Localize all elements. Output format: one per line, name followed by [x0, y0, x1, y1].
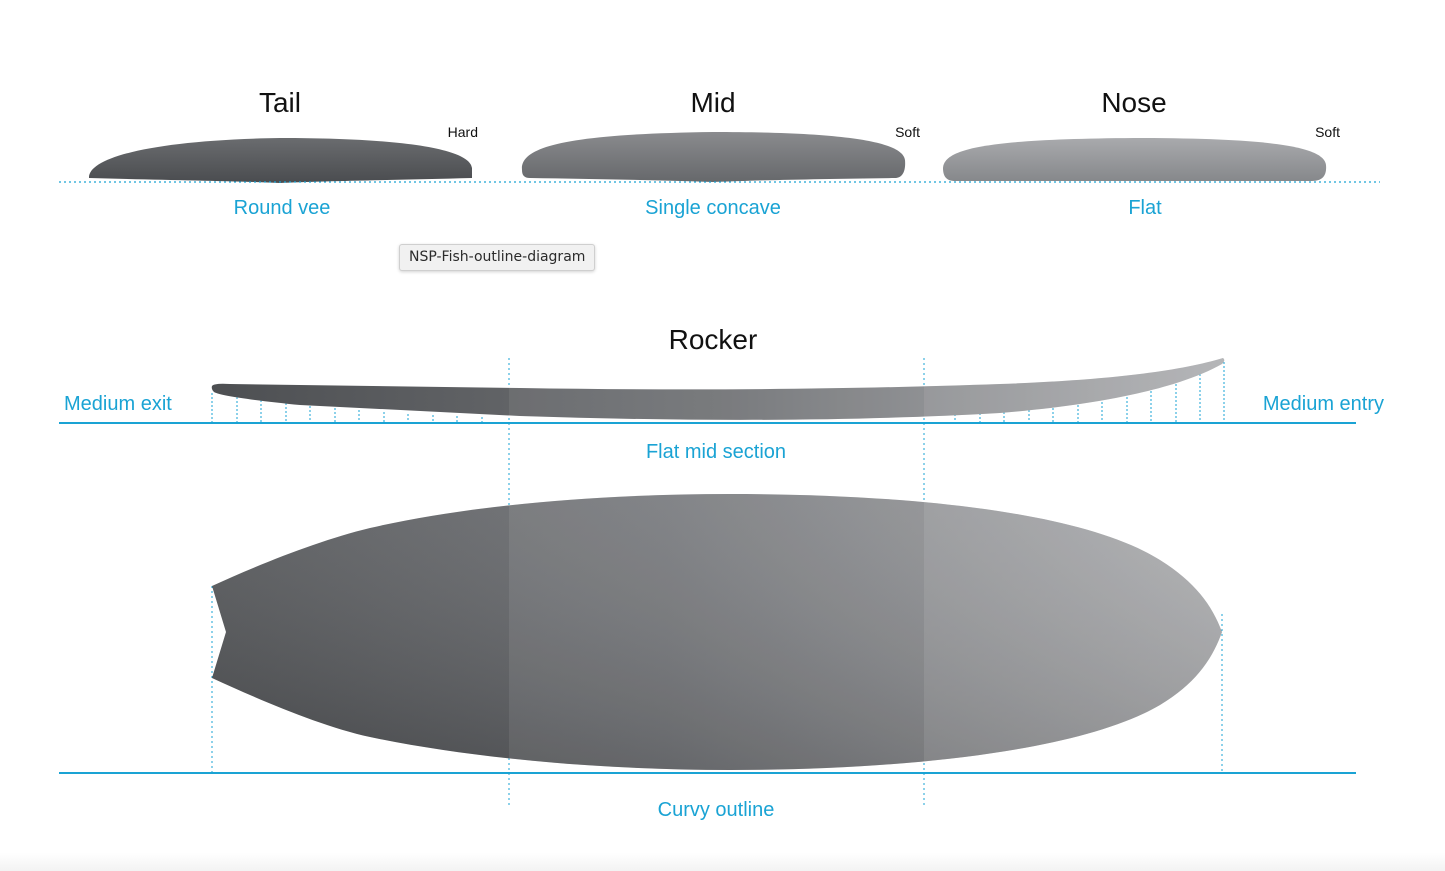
tail-cross-section [88, 138, 472, 183]
nose-flex-label: Soft [1315, 124, 1340, 140]
mid-shape-label: Single concave [645, 197, 781, 219]
outline-section: Curvy outline [59, 494, 1356, 821]
rocker-heading: Rocker [669, 324, 758, 355]
tail-heading: Tail [259, 87, 301, 118]
mid-heading: Mid [690, 87, 735, 118]
image-name-tooltip: NSP-Fish-outline-diagram [399, 244, 596, 271]
tail-shape-label: Round vee [234, 197, 331, 219]
bottom-contour-section: Tail Mid Nose Hard Soft Soft Round vee S… [59, 87, 1380, 219]
mid-cross-section [521, 132, 906, 182]
page-bottom-edge [0, 853, 1445, 871]
rocker-profile [211, 358, 1225, 420]
outline-label: Curvy outline [658, 799, 775, 821]
mid-flex-label: Soft [895, 124, 920, 140]
board-outline-shape [212, 494, 1222, 770]
rocker-tick-marks [211, 362, 1225, 422]
tail-flex-label: Hard [448, 124, 478, 140]
rocker-mid-label: Flat mid section [646, 441, 786, 463]
rocker-exit-label: Medium exit [64, 393, 172, 415]
nose-shape-label: Flat [1128, 197, 1162, 219]
nose-cross-section [943, 138, 1327, 181]
nose-heading: Nose [1101, 87, 1166, 118]
rocker-entry-label: Medium entry [1263, 393, 1384, 415]
